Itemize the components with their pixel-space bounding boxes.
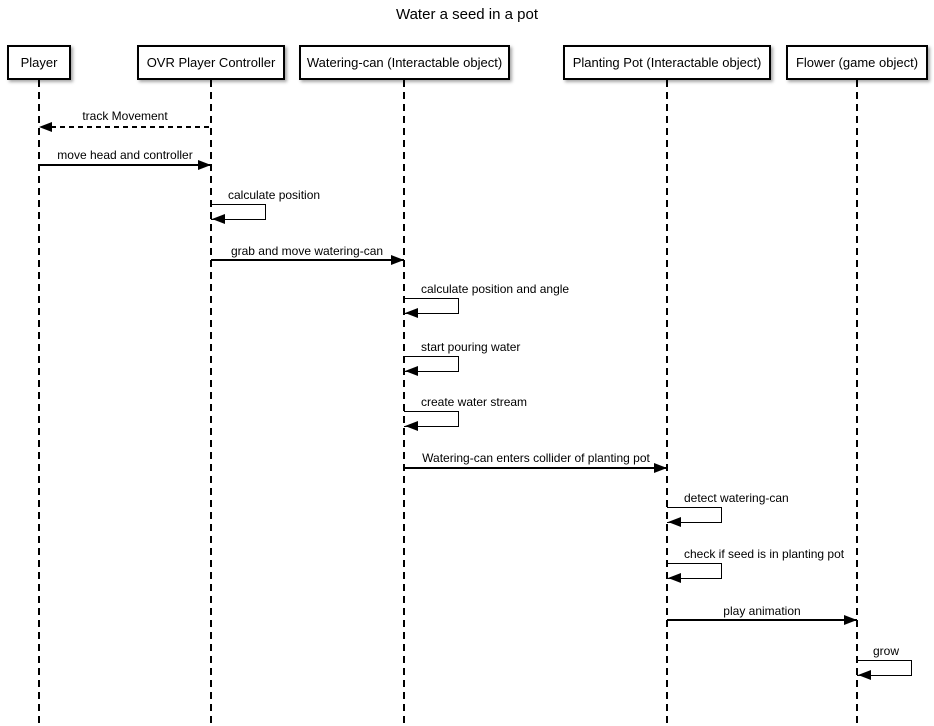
msg-create-stream-label: create water stream — [421, 395, 528, 409]
lifeline-ovr-player-controller — [210, 80, 212, 726]
msg-grow-loop — [857, 660, 912, 676]
lifeline-player — [38, 80, 40, 726]
msg-enters-collider-label: Watering-can enters collider of planting… — [422, 451, 650, 465]
actor-box-player: Player — [7, 45, 71, 80]
msg-detect-watering-can-loop — [667, 507, 722, 523]
msg-move-head-label: move head and controller — [57, 148, 193, 162]
msg-detect-watering-can-arrowhead-icon — [668, 517, 681, 527]
actor-label-planting-pot: Planting Pot (Interactable object) — [572, 55, 762, 70]
msg-track-movement-line — [51, 126, 211, 128]
msg-calculate-position-label: calculate position — [228, 188, 321, 202]
msg-track-movement-arrowhead-icon — [39, 122, 52, 132]
msg-check-seed-loop — [667, 563, 722, 579]
lifeline-flower — [856, 80, 858, 726]
msg-calc-position-angle-loop — [404, 298, 459, 314]
msg-start-pouring-label: start pouring water — [421, 340, 521, 354]
msg-enters-collider-arrowhead-icon — [654, 463, 667, 473]
msg-enters-collider-line — [404, 467, 667, 469]
msg-calculate-position-loop — [211, 204, 266, 220]
msg-play-animation-label: play animation — [723, 604, 801, 618]
msg-grow-label: grow — [873, 644, 900, 658]
diagram-title: Water a seed in a pot — [395, 6, 539, 23]
actor-box-planting-pot: Planting Pot (Interactable object) — [563, 45, 771, 80]
msg-grab-watering-can-line — [211, 259, 404, 261]
msg-calc-position-angle-label: calculate position and angle — [421, 282, 570, 296]
msg-grab-watering-can-label: grab and move watering-can — [230, 244, 384, 258]
lifeline-planting-pot — [666, 80, 668, 726]
actor-box-ovr-player-controller: OVR Player Controller — [137, 45, 285, 80]
msg-detect-watering-can-label: detect watering-can — [684, 491, 789, 505]
msg-start-pouring-loop — [404, 356, 459, 372]
msg-calculate-position-arrowhead-icon — [212, 214, 225, 224]
msg-check-seed-label: check if seed is in planting pot — [684, 547, 845, 561]
lifeline-watering-can — [403, 80, 405, 726]
msg-grow-arrowhead-icon — [858, 670, 871, 680]
msg-track-movement-label: track Movement — [82, 109, 168, 123]
msg-move-head-line — [39, 164, 211, 166]
actor-box-watering-can: Watering-can (Interactable object) — [299, 45, 510, 80]
actor-label-watering-can: Watering-can (Interactable object) — [306, 55, 503, 70]
msg-create-stream-arrowhead-icon — [405, 421, 418, 431]
msg-check-seed-arrowhead-icon — [668, 573, 681, 583]
msg-play-animation-arrowhead-icon — [844, 615, 857, 625]
actor-box-flower: Flower (game object) — [786, 45, 928, 80]
msg-calc-position-angle-arrowhead-icon — [405, 308, 418, 318]
actor-label-ovr-player-controller: OVR Player Controller — [146, 55, 276, 70]
msg-play-animation-line — [667, 619, 857, 621]
msg-move-head-arrowhead-icon — [198, 160, 211, 170]
msg-start-pouring-arrowhead-icon — [405, 366, 418, 376]
actor-label-flower: Flower (game object) — [795, 55, 919, 70]
msg-create-stream-loop — [404, 411, 459, 427]
msg-grab-watering-can-arrowhead-icon — [391, 255, 404, 265]
actor-label-player: Player — [20, 55, 58, 70]
